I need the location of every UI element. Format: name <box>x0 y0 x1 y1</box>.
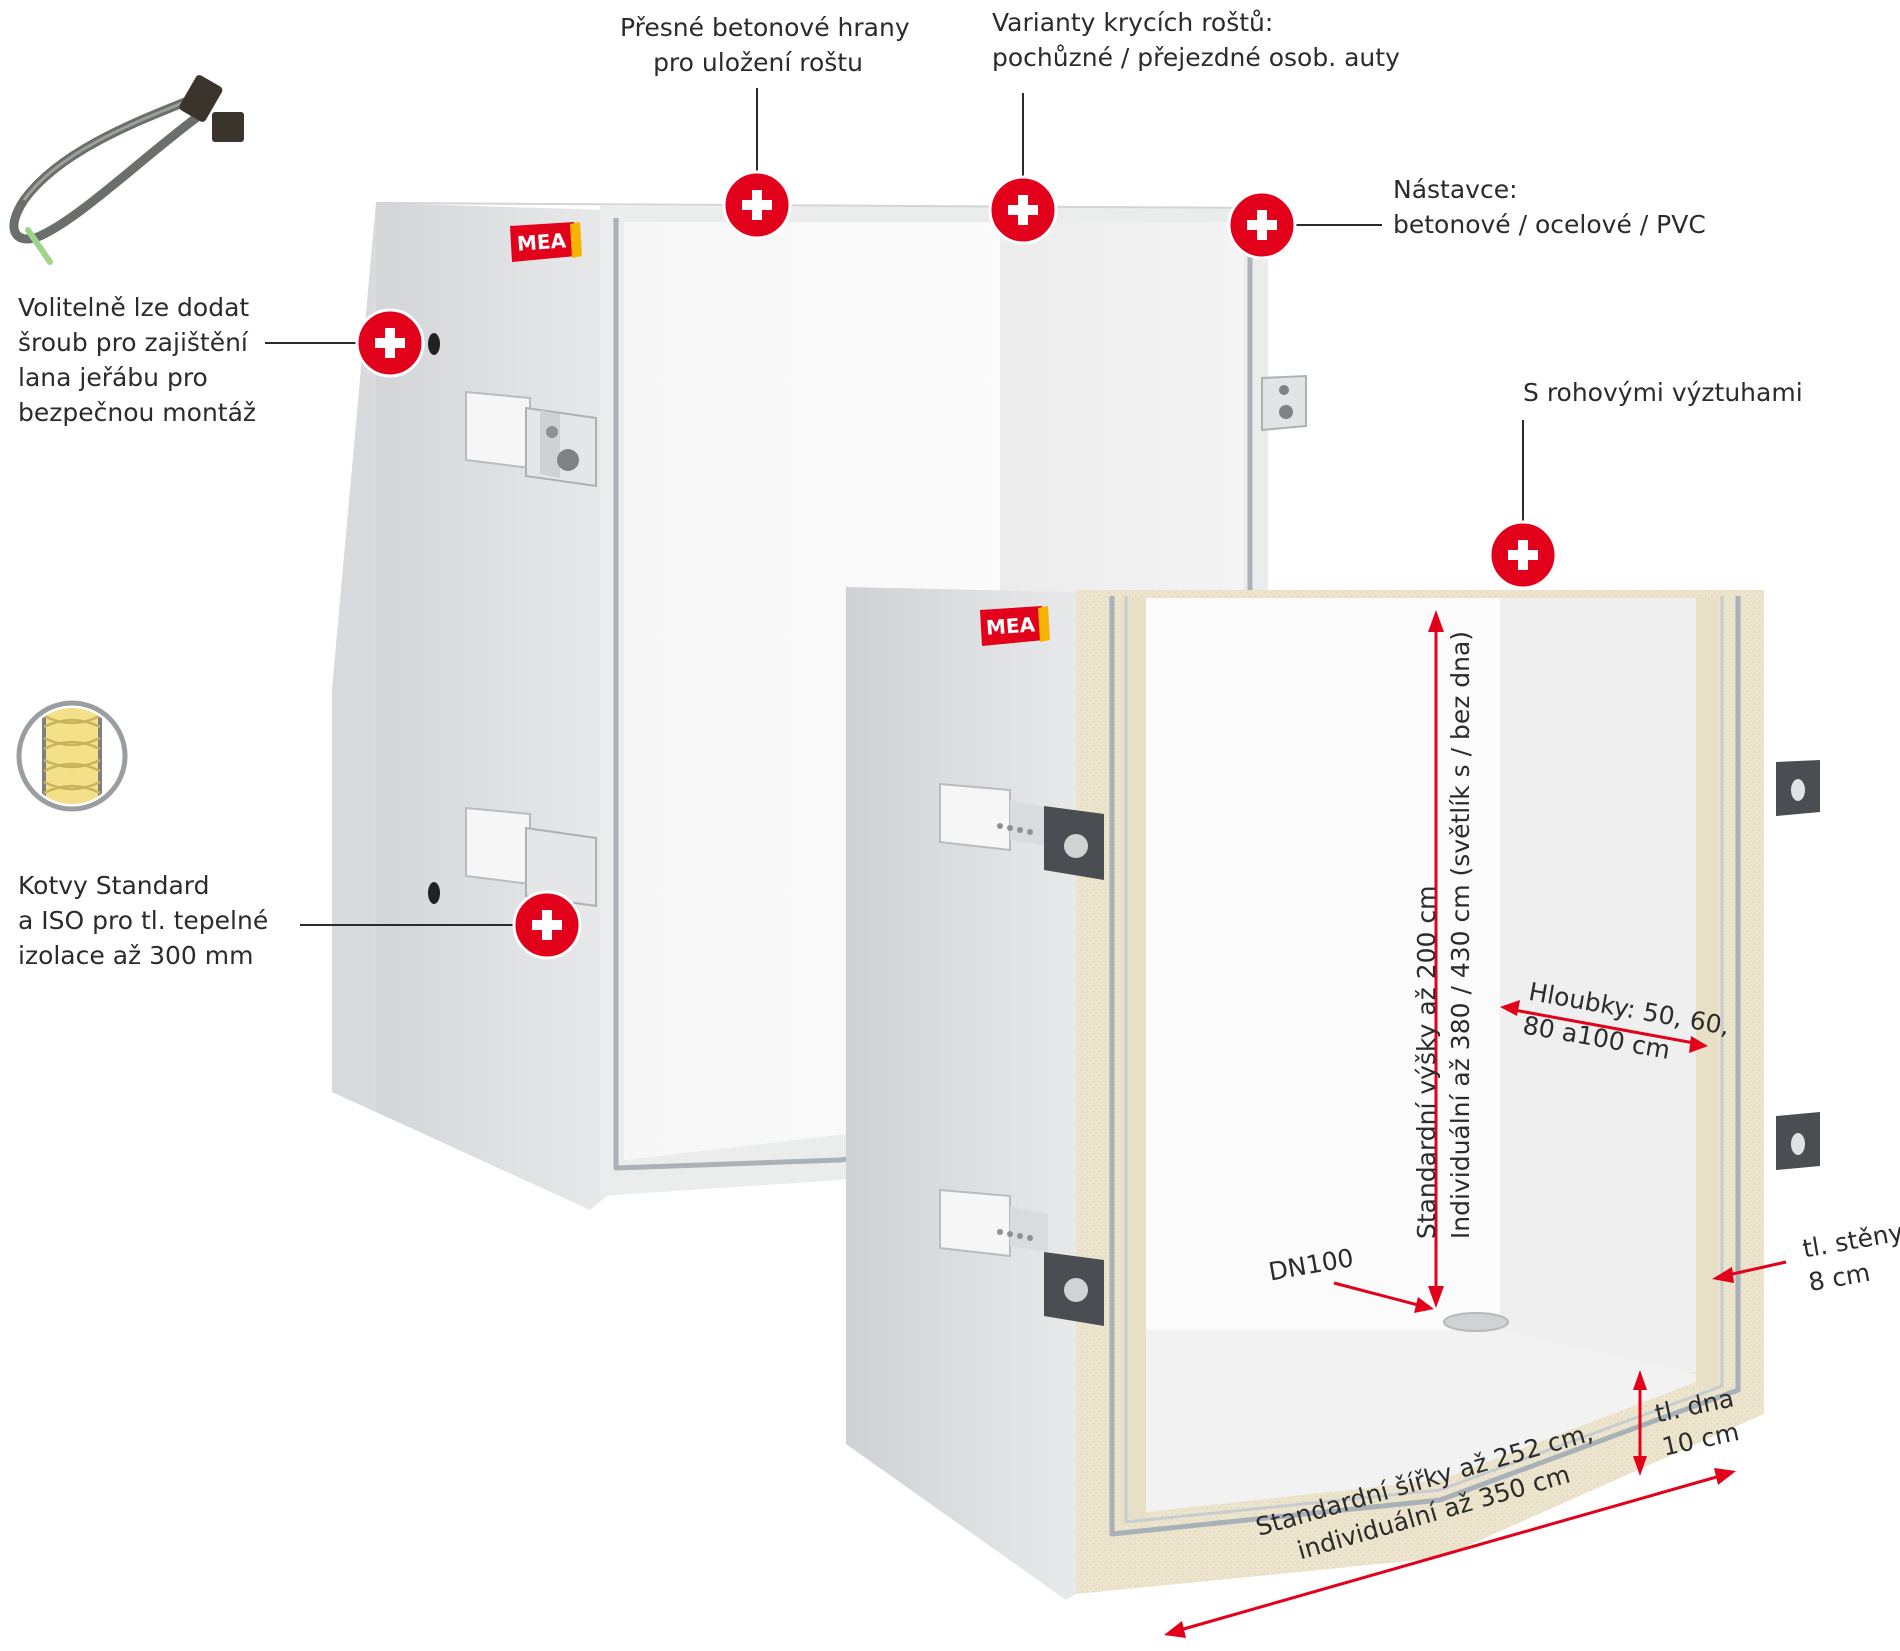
grate-variants-callout: Varianty krycích roštů: pochůzné / přeje… <box>992 5 1400 75</box>
extensions-callout: Nástavce: betonové / ocelové / PVC <box>1393 172 1706 242</box>
plus-circle-icon <box>988 175 1058 245</box>
anchors-callout: Kotvy Standard a ISO pro tl. tepelné izo… <box>18 868 268 973</box>
callout-line: S rohovými výztuhami <box>1523 378 1803 407</box>
callout-line: Volitelně lze dodat <box>18 293 250 322</box>
drain-dimension-line <box>1333 1281 1419 1307</box>
callout-line: izolace až 300 mm <box>18 941 254 970</box>
callout-line: bezpečnou montáž <box>18 398 257 427</box>
front-unit-logo: MEA <box>980 606 1050 646</box>
plus-circle-icon <box>1488 520 1558 590</box>
dimension-line-text: Individuální až 380 / 430 cm (světlík s … <box>1446 630 1475 1240</box>
wall-dimension-line <box>1727 1260 1787 1277</box>
plus-circle-icon <box>355 308 425 378</box>
callout-line: Varianty krycích roštů: <box>992 8 1274 37</box>
callout-line: Přesné betonové hrany <box>620 13 910 42</box>
crane-screw-callout: Volitelně lze dodat šroub pro zajištění … <box>18 290 256 430</box>
front-right-bracket-upper <box>1776 760 1820 816</box>
front-right-bracket-lower <box>1776 1112 1820 1170</box>
back-right-bracket <box>1261 374 1307 432</box>
plus-circle-icon <box>722 170 792 240</box>
front-unit-side-face <box>846 587 1076 1600</box>
logo-text: MEA <box>985 612 1036 639</box>
dimension-arrows <box>1164 610 1787 1638</box>
callout-line: Nástavce: <box>1393 175 1518 204</box>
callout-line: Kotvy Standard <box>18 871 210 900</box>
callout-line: a ISO pro tl. tepelné <box>18 906 269 935</box>
callout-line: betonové / ocelové / PVC <box>1393 210 1706 239</box>
callout-line: pochůzné / přejezdné osob. auty <box>992 43 1400 72</box>
front-upper-anchor <box>939 782 1104 880</box>
callout-line: šroub pro zajištění <box>18 328 248 357</box>
anchor-hole <box>428 882 440 904</box>
depth-dimension-line <box>1513 1008 1695 1045</box>
callout-line: lana jeřábu pro <box>18 363 208 392</box>
front-unit-floor <box>1146 1330 1696 1512</box>
front-lower-anchor <box>939 1188 1104 1326</box>
back-lower-anchor <box>465 806 597 908</box>
width-dimension-line <box>1179 1474 1721 1632</box>
logo-text: MEA <box>516 228 567 255</box>
concrete-edges-callout: Přesné betonové hrany pro uložení roštu <box>620 10 910 80</box>
crane-cable-icon <box>9 75 244 265</box>
dimension-line-text: Standardní výšky až 200 cm <box>1412 885 1441 1240</box>
back-upper-anchor <box>465 390 597 488</box>
insulation-icon <box>16 700 128 812</box>
leader-lines <box>265 88 1524 926</box>
corner-reinforcement-callout: S rohovými výztuhami <box>1523 375 1803 410</box>
crane-screw-hole <box>428 333 440 355</box>
front-light-well-unit: MEA <box>846 587 1820 1600</box>
plus-circle-icon <box>512 890 582 960</box>
drain-hole <box>1443 1312 1509 1332</box>
height-dimension-label: Standardní výšky až 200 cm Individuální … <box>1410 631 1478 1239</box>
plus-circle-icon <box>1227 190 1297 260</box>
callout-line: pro uložení roštu <box>653 48 863 77</box>
back-unit-logo: MEA <box>510 222 582 262</box>
